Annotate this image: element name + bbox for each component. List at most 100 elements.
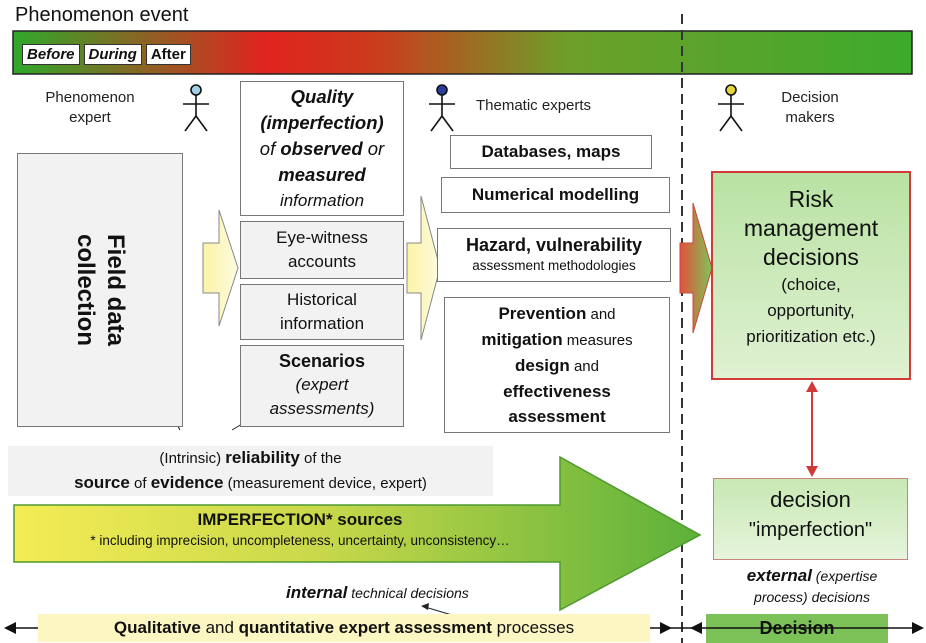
decision-makers-label-line2: makers (785, 109, 835, 126)
prevention-l3b: and (569, 358, 599, 375)
external-decisions-label: external (expertise process) decisions (712, 566, 912, 607)
process-and: and (200, 618, 239, 637)
decision-label: Decision (759, 618, 835, 638)
decision-makers-label-line1: Decision (781, 89, 839, 106)
quality-line3-b: observed (280, 138, 363, 159)
quality-line3: of observed or (241, 136, 403, 162)
person-icon-phenomenon-expert (183, 84, 209, 132)
historical-line1: Historical (287, 290, 357, 309)
process-quantitative: quantitative expert assessment (238, 618, 492, 637)
reliability-label: (Intrinsic) reliability of the source of… (8, 446, 493, 496)
reliability-l1a: (Intrinsic) (159, 450, 226, 467)
field-data-line2: collection (72, 233, 99, 347)
phenomenon-expert-label-line1: Phenomenon (45, 89, 135, 106)
process-processes: processes (491, 618, 575, 637)
arrow-info-to-thematic (406, 195, 441, 341)
historical-line2: information (279, 314, 365, 333)
reliability-l2a: source (74, 473, 130, 492)
risk-line4: (choice, (781, 275, 841, 294)
reliability-l2c: evidence (150, 473, 224, 492)
prevention-l1b: and (586, 306, 616, 323)
numerical-box: Numerical modelling (441, 177, 670, 213)
prevention-line5: assessment (508, 407, 606, 426)
prevention-l2a: mitigation (481, 330, 563, 349)
risk-line1: Risk (788, 186, 834, 212)
scenarios-line2: (expert (295, 375, 349, 394)
timeline-arrow-left (4, 622, 16, 634)
hazard-title: Hazard, vulnerability (465, 235, 643, 255)
reliability-l2d: (measurement device, expert) (223, 475, 427, 492)
eyewitness-line1: Eye-witness (276, 228, 368, 247)
arrow-thematic-to-risk (679, 202, 713, 334)
risk-line3: decisions (763, 244, 859, 270)
external-line1: external (expertise (712, 566, 912, 587)
external-a: external (746, 566, 812, 585)
prevention-l1a: Prevention (498, 304, 587, 323)
eyewitness-line2: accounts (287, 252, 357, 271)
decision-imperfection-box: decision "imperfection" (713, 478, 908, 560)
timeline-arrow-right (912, 622, 924, 634)
quality-line2: (imperfection) (260, 112, 384, 133)
scenarios-line1: Scenarios (278, 351, 366, 371)
prevention-l3a: design (515, 356, 570, 375)
internal-a: internal (286, 583, 348, 602)
imperfection-title: IMPERFECTION* sources (197, 510, 403, 529)
databases-label: Databases (481, 142, 567, 161)
person-icon-thematic-experts (429, 84, 455, 132)
decision-makers-label: Decision makers (760, 88, 860, 128)
databases-box: Databases, maps (450, 135, 652, 169)
header-title: Phenomenon event (15, 4, 189, 26)
external-b: (expertise (811, 568, 878, 584)
quality-line4: measured (278, 164, 366, 185)
hazard-sub: assessment methodologies (472, 258, 636, 273)
phase-before: Before (22, 44, 80, 65)
process-qualitative: Qualitative (113, 618, 201, 637)
phenomenon-expert-label-line2: expert (69, 109, 111, 126)
thematic-experts-label: Thematic experts (476, 97, 592, 114)
timeline-arrow-mid-left (690, 622, 702, 634)
quality-line5: information (279, 191, 365, 210)
imperfection-arrow-shape (13, 455, 702, 612)
risk-management-box: Risk management decisions (choice, oppor… (711, 171, 911, 380)
field-data-box: Field data collection (17, 153, 183, 427)
quality-line3-a: of (259, 138, 281, 159)
internal-link-head (421, 603, 429, 610)
prevention-box: Prevention and mitigation measures desig… (444, 297, 670, 433)
imperfection-note: * including imprecision, uncompleteness,… (90, 533, 510, 548)
feedback-arrow-head-up (806, 381, 818, 392)
prevention-line4: effectiveness (503, 382, 611, 401)
field-data-text: Field data collection (70, 160, 130, 420)
historical-box: Historical information (240, 284, 404, 340)
reliability-l2b: of (129, 475, 151, 492)
prevention-line3: design and (445, 353, 669, 379)
quality-box: Quality (imperfection) of observed or me… (240, 81, 404, 216)
decision-imperfection-line2: "imperfection" (748, 519, 873, 541)
internal-decisions-label: internal technical decisions (286, 583, 469, 603)
prevention-line2: mitigation measures (445, 327, 669, 353)
reliability-l1b: reliability (225, 448, 300, 467)
numerical-label: Numerical modelling (471, 185, 640, 204)
reliability-line1: (Intrinsic) reliability of the (8, 446, 493, 471)
prevention-line1: Prevention and (445, 301, 669, 327)
quality-line1: Quality (290, 86, 354, 107)
risk-line6: prioritization etc.) (746, 327, 876, 346)
phenomenon-expert-label: Phenomenon expert (30, 88, 150, 128)
scenarios-box: Scenarios (expert assessments) (240, 345, 404, 427)
quality-line3-c: or (362, 138, 385, 159)
risk-line5: opportunity, (767, 301, 855, 320)
maps-label: , maps (566, 142, 621, 161)
eyewitness-box: Eye-witness accounts (240, 221, 404, 279)
phase-during: During (83, 44, 142, 65)
process-label: Qualitative and quantitative expert asse… (38, 614, 650, 642)
hazard-box: Hazard, vulnerability assessment methodo… (437, 228, 671, 282)
arrow-field-to-info (202, 209, 239, 327)
decision-imperfection-line1: decision (770, 487, 851, 512)
scenarios-line3: assessments) (269, 399, 375, 418)
reliability-l1c: of the (299, 450, 342, 467)
prevention-l2b: measures (562, 332, 633, 349)
timeline-arrow-mid-right (660, 622, 672, 634)
risk-line2: management (743, 215, 879, 241)
phase-after: After (145, 44, 191, 65)
external-line2: process) decisions (754, 589, 870, 605)
phase-labels: Before During After (22, 44, 191, 65)
